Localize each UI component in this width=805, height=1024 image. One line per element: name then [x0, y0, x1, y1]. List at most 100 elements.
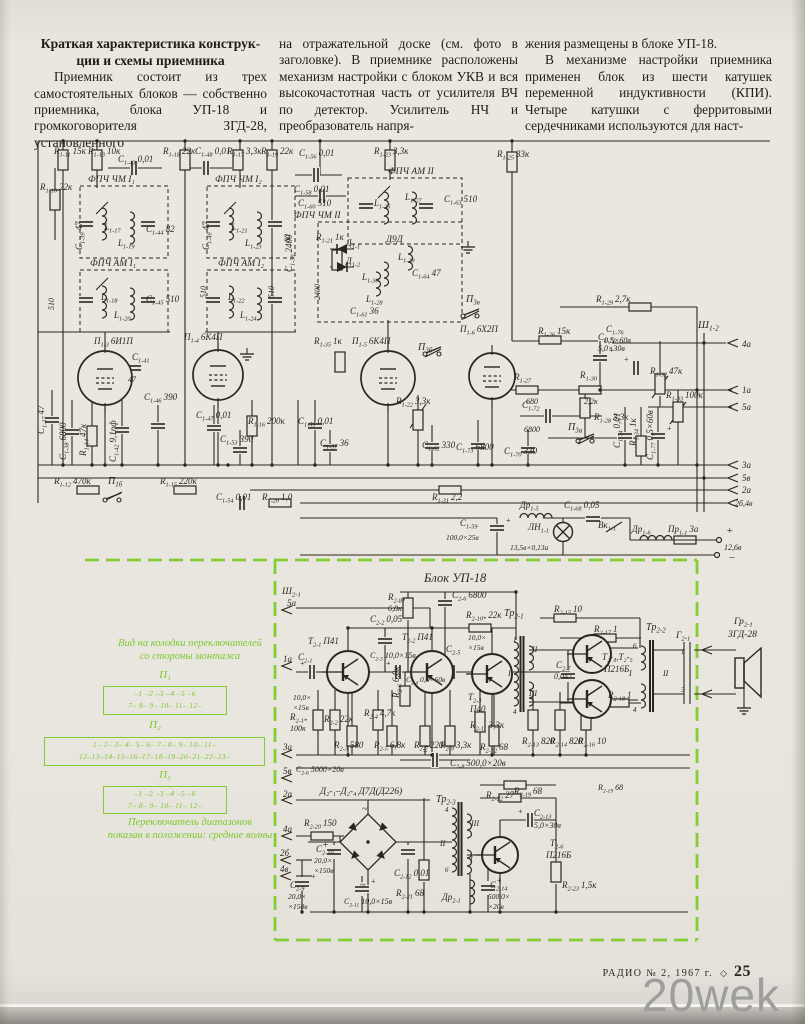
component-label: 6 [633, 642, 637, 650]
component-label: ~ [362, 804, 368, 815]
component-label: Д1-2 [345, 256, 361, 269]
green-note-line: Переключатель диапазонов [128, 817, 252, 828]
component-label: R2-10*22к [465, 610, 502, 623]
component-label: Вк1-1 [598, 520, 616, 533]
component-label: 13,5в×0,13а [510, 543, 549, 552]
component-label: Блок УП-18 [423, 571, 487, 585]
component-label: 47 [128, 375, 137, 384]
component-label: 1 [513, 636, 517, 644]
component-label: 680 [526, 397, 538, 406]
switch-p3-pinout: –1 –2 –3 –4 –5 –6 7– 8– 9– 10– 11– 12– [103, 786, 227, 814]
component-label: 5,0×30в [534, 821, 561, 830]
component-label: 510 [47, 298, 56, 310]
component-label: 2б [280, 848, 290, 858]
component-label: C2-10 [316, 844, 334, 857]
component-label: 0,5×60в [604, 336, 631, 345]
component-label: Д9Д [385, 235, 404, 245]
component-label: C2-7 [556, 660, 571, 673]
component-label: R1-1447к [78, 423, 91, 457]
component-label: L1-25 [373, 198, 391, 211]
component-label: ФПЧ ЧМ II [294, 211, 341, 221]
component-label: ×150в [314, 866, 334, 875]
component-label: 2400 [313, 284, 322, 300]
component-label: 4а [742, 339, 752, 349]
diamond-icon: ◇ [720, 968, 727, 978]
component-label: 4 [633, 706, 637, 714]
component-label: Тр2-3 [436, 794, 456, 807]
journal-title: РАДИО № 2, 1967 г. [602, 968, 714, 979]
svg-text:+: + [667, 424, 672, 433]
component-label: II [439, 839, 446, 848]
svg-text:+: + [423, 747, 428, 756]
component-label: П40 [469, 704, 486, 714]
component-label: П3б [417, 342, 433, 355]
component-label: 510 [199, 286, 208, 298]
component-label: 4а [283, 824, 293, 834]
green-note-band: Переключатель диапазонов показан в полож… [84, 816, 296, 842]
component-label: C1-592400 [284, 234, 297, 272]
svg-text:+: + [518, 807, 523, 816]
component-label: ×15в [468, 643, 485, 652]
component-label: П3а [567, 422, 583, 435]
component-label: Др2-1 [441, 892, 461, 905]
component-label: ФПЧ АМ II [388, 167, 435, 177]
article-column-2: на отражательной доске (см. фото в загол… [279, 36, 518, 134]
component-label: C2-9 [290, 880, 305, 893]
component-label: L1-18 [100, 292, 118, 305]
component-label: + [322, 840, 329, 851]
component-label: ×150в [288, 902, 308, 911]
component-label: 4в [280, 864, 289, 874]
component-label: L1-24 [239, 310, 257, 323]
component-label: 20,0× [314, 856, 332, 865]
component-label: L1-17 [103, 222, 121, 235]
component-label: C1-59 [460, 518, 478, 531]
component-label: 5,0×30в [598, 344, 625, 353]
pin-row: –1 –2 –3 –4 –5 –6 [134, 789, 196, 798]
component-label: 6,8к [388, 604, 402, 613]
svg-text:+: + [371, 877, 376, 886]
component-label: C1-72 [522, 400, 540, 413]
component-label: 6 [445, 866, 449, 874]
component-label: 10,0× [293, 693, 311, 702]
article-paragraph: на отражательной доске (см. фото в загол… [279, 36, 518, 134]
green-note-line: Вид на колодки переключателей [118, 638, 262, 649]
component-label: ФПЧ АМ I₂ [218, 259, 265, 269]
component-label: L1-28 [365, 294, 383, 307]
component-label: Т2-3 [468, 692, 481, 705]
article-column-3: жения размещены в блоке УП-18. В механиз… [525, 36, 772, 134]
component-label: П1б [107, 476, 123, 489]
component-label: ×20в [488, 902, 505, 911]
component-label: 4 [445, 806, 449, 814]
component-label: L1-21 [230, 222, 248, 235]
component-label: 5а [287, 598, 297, 608]
